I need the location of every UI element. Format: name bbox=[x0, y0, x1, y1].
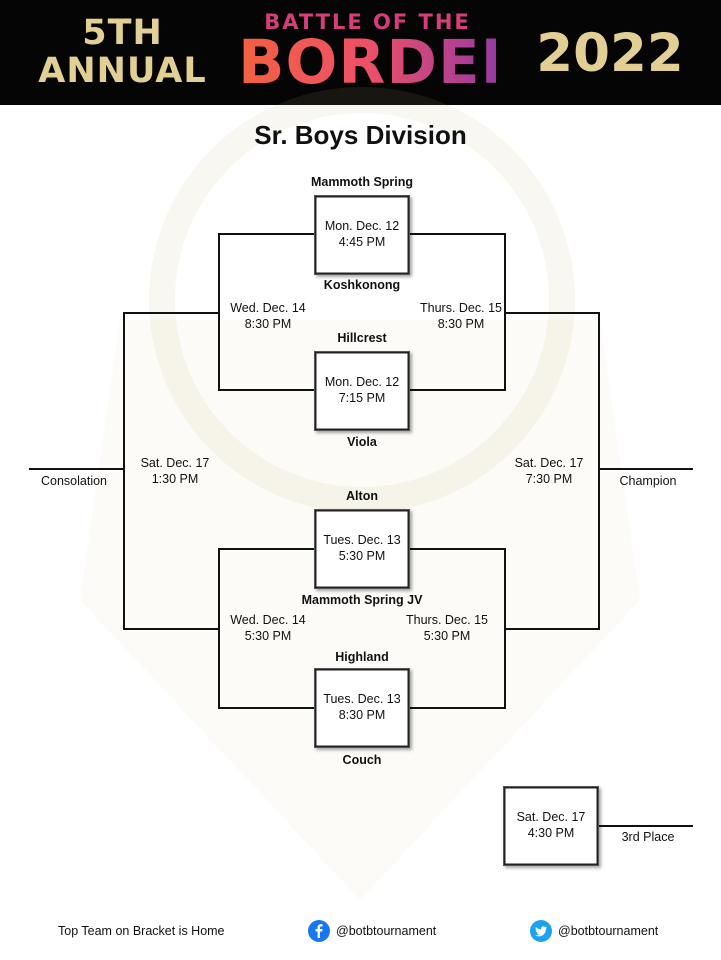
game-time: 5:30 PM bbox=[244, 629, 292, 643]
annual-label: 5TH ANNUAL bbox=[30, 14, 215, 90]
game-date: Sat. Dec. 17 bbox=[140, 456, 210, 470]
round-label-consolation-final: Sat. Dec. 17 1:30 PM bbox=[110, 455, 240, 487]
third-place-label: 3rd Place bbox=[621, 830, 675, 844]
consolation-label: Consolation bbox=[40, 474, 107, 488]
bracket-consolation bbox=[123, 312, 219, 630]
game-date: Tues. Dec. 13 bbox=[323, 533, 401, 547]
team-name: Highland bbox=[335, 650, 389, 664]
division-title: Sr. Boys Division bbox=[254, 120, 467, 150]
game-time: 5:30 PM bbox=[338, 549, 386, 563]
annual-number: 5TH bbox=[82, 13, 163, 53]
team-name: Viola bbox=[347, 435, 377, 449]
game-box-mon-715: Mon. Dec. 12 7:15 PM bbox=[314, 351, 410, 431]
team-name: Alton bbox=[346, 489, 378, 503]
game-date: Sat. Dec. 17 bbox=[514, 456, 584, 470]
game-date: Mon. Dec. 12 bbox=[324, 219, 400, 233]
game-date: Thurs. Dec. 15 bbox=[420, 301, 502, 315]
game-time: 7:15 PM bbox=[338, 391, 386, 405]
round-label-wed-lower: Wed. Dec. 14 5:30 PM bbox=[203, 612, 333, 644]
game-box-mon-445: Mon. Dec. 12 4:45 PM bbox=[314, 195, 410, 275]
round-label-championship-final: Sat. Dec. 17 7:30 PM bbox=[484, 455, 614, 487]
game-box-tue-530: Tues. Dec. 13 5:30 PM bbox=[314, 509, 410, 589]
round-label-thu-lower: Thurs. Dec. 15 5:30 PM bbox=[382, 612, 512, 644]
game-date: Mon. Dec. 12 bbox=[324, 375, 400, 389]
twitter-handle[interactable]: @botbtournament bbox=[558, 924, 659, 938]
game-time: 7:30 PM bbox=[525, 472, 573, 486]
twitter-glyph bbox=[535, 926, 547, 937]
facebook-glyph bbox=[315, 924, 323, 938]
team-name: Mammoth Spring JV bbox=[301, 593, 423, 607]
game-time: 4:45 PM bbox=[338, 235, 386, 249]
team-name: Mammoth Spring bbox=[310, 175, 414, 189]
watermark-ring bbox=[149, 87, 575, 513]
game-box-tue-830: Tues. Dec. 13 8:30 PM bbox=[314, 668, 410, 748]
twitter-icon bbox=[530, 920, 552, 942]
event-title-main: BORDER bbox=[238, 27, 529, 98]
game-date: Tues. Dec. 13 bbox=[323, 692, 401, 706]
game-time: 8:30 PM bbox=[338, 708, 386, 722]
home-team-note: Top Team on Bracket is Home bbox=[58, 924, 225, 938]
game-time: 5:30 PM bbox=[423, 629, 471, 643]
annual-word: ANNUAL bbox=[38, 51, 207, 91]
facebook-handle[interactable]: @botbtournament bbox=[336, 924, 437, 938]
champion-label: Champion bbox=[619, 474, 677, 488]
game-box-third-place: Sat. Dec. 17 4:30 PM bbox=[503, 786, 599, 866]
event-year: 2022 bbox=[536, 23, 684, 84]
team-name: Couch bbox=[342, 753, 382, 767]
watermark-shield bbox=[80, 320, 640, 900]
round-label-wed-upper: Wed. Dec. 14 8:30 PM bbox=[203, 300, 333, 332]
game-date: Thurs. Dec. 15 bbox=[406, 613, 488, 627]
bracket-championship bbox=[505, 312, 600, 630]
team-name: Hillcrest bbox=[337, 331, 387, 345]
game-date: Wed. Dec. 14 bbox=[230, 613, 306, 627]
game-time: 1:30 PM bbox=[151, 472, 199, 486]
game-date: Wed. Dec. 14 bbox=[230, 301, 306, 315]
team-name: Koshkonong bbox=[323, 278, 401, 292]
game-time: 8:30 PM bbox=[244, 317, 292, 331]
facebook-icon bbox=[308, 920, 330, 942]
round-label-thu-upper: Thurs. Dec. 15 8:30 PM bbox=[396, 300, 526, 332]
event-title-top: BATTLE OF THE bbox=[264, 10, 471, 34]
event-header: 5TH ANNUAL BATTLE OF THE BORDER 2022 bbox=[0, 0, 721, 105]
game-time: 4:30 PM bbox=[527, 826, 575, 840]
game-time: 8:30 PM bbox=[437, 317, 485, 331]
game-date: Sat. Dec. 17 bbox=[516, 810, 586, 824]
